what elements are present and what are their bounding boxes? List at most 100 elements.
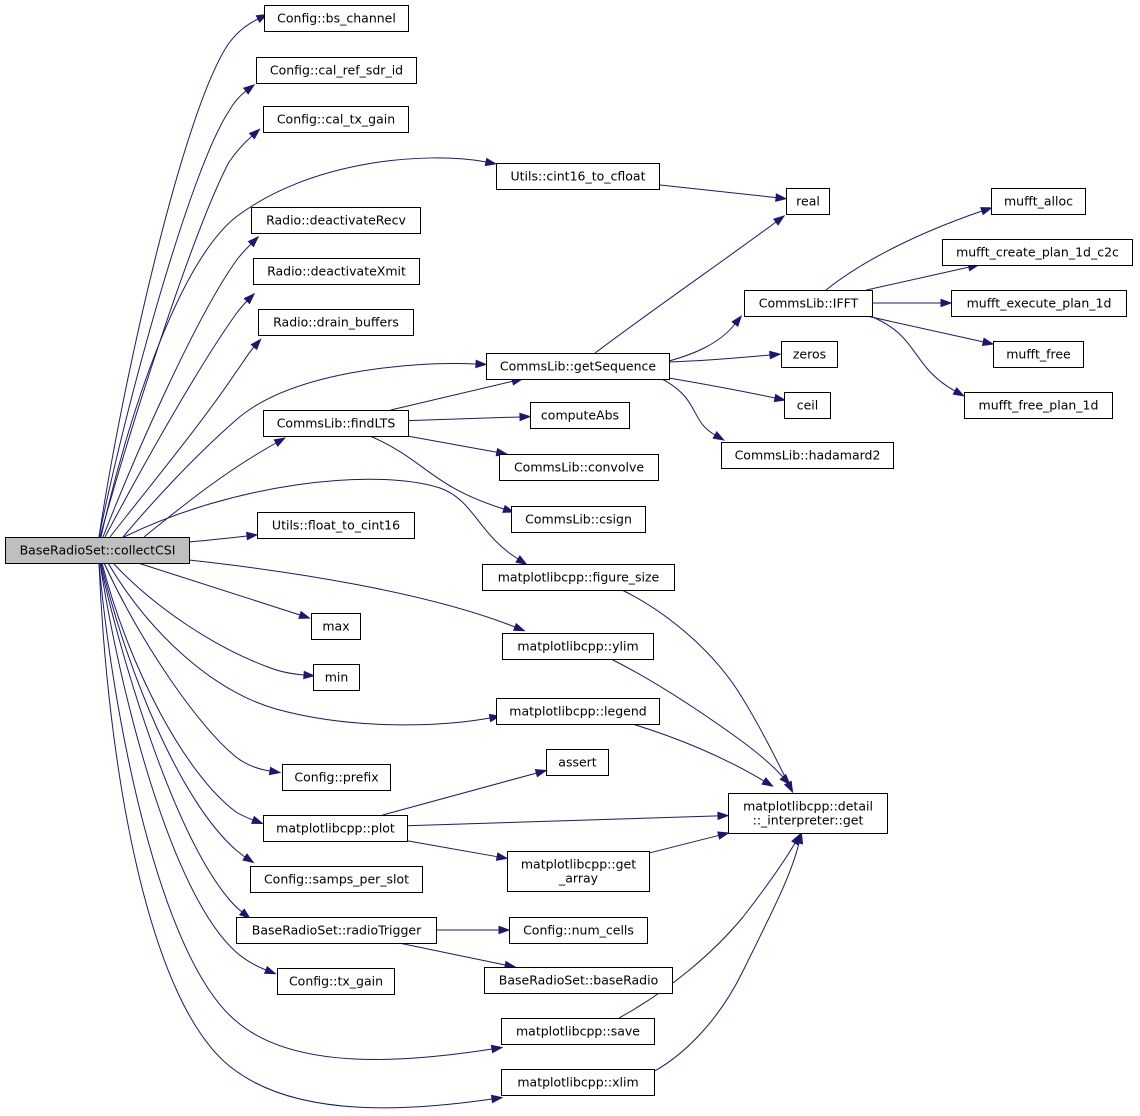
node-bs_channel[interactable]: Config::bs_channel (264, 5, 409, 32)
node-box[interactable] (501, 1069, 655, 1096)
node-box[interactable] (258, 309, 414, 336)
node-mufft_alloc[interactable]: mufft_alloc (991, 188, 1086, 215)
node-csign[interactable]: CommsLib::csign (511, 506, 646, 533)
node-box[interactable] (253, 258, 420, 285)
node-ceil[interactable]: ceil (784, 392, 831, 419)
node-box[interactable] (236, 917, 437, 944)
node-drain[interactable]: Radio::drain_buffers (258, 309, 414, 336)
node-legend[interactable]: matplotlibcpp::legend (496, 698, 660, 725)
edge-line (102, 243, 252, 538)
node-box[interactable] (282, 764, 391, 791)
node-deactXmit[interactable]: Radio::deactivateXmit (253, 258, 420, 285)
edge-getSeq-to-hadamard2 (661, 378, 725, 441)
node-label: real (796, 194, 820, 209)
arrow-head-icon (981, 337, 995, 346)
node-float_to_cint16[interactable]: Utils::float_to_cint16 (257, 512, 415, 539)
node-hadamard2[interactable]: CommsLib::hadamard2 (721, 442, 894, 469)
node-real[interactable]: real (786, 188, 830, 215)
node-box[interactable] (263, 815, 408, 842)
node-box[interactable] (486, 353, 670, 380)
node-box[interactable] (484, 967, 673, 994)
node-box[interactable] (311, 613, 361, 640)
node-ylim[interactable]: matplotlibcpp::ylim (502, 633, 654, 660)
arrow-head-icon (298, 610, 311, 619)
node-label: CommsLib::csign (525, 512, 632, 527)
node-cal_ref_sdr_id[interactable]: Config::cal_ref_sdr_id (256, 57, 417, 84)
node-box[interactable] (277, 968, 395, 995)
node-findLTS[interactable]: CommsLib::findLTS (263, 410, 409, 437)
node-box[interactable] (744, 290, 873, 317)
node-figure_size[interactable]: matplotlibcpp::figure_size (482, 564, 675, 591)
node-box[interactable] (264, 5, 409, 32)
node-box[interactable] (502, 633, 654, 660)
node-box[interactable] (728, 793, 888, 834)
node-box[interactable] (511, 506, 646, 533)
node-label: mufft_free_plan_1d (979, 398, 1099, 413)
node-box[interactable] (507, 851, 650, 892)
node-zeros[interactable]: zeros (781, 341, 838, 368)
node-cal_tx_gain[interactable]: Config::cal_tx_gain (263, 106, 409, 133)
edge-root-to-ylim (188, 559, 526, 632)
edge-IFFT-to-mufft_free_plan (869, 315, 966, 397)
node-box[interactable] (263, 106, 409, 133)
node-tx_gain[interactable]: Config::tx_gain (277, 968, 395, 995)
node-convolve[interactable]: CommsLib::convolve (499, 454, 659, 481)
node-label: mufft_free (1006, 347, 1071, 362)
node-radioTrigger[interactable]: BaseRadioSet::radioTrigger (236, 917, 437, 944)
node-IFFT[interactable]: CommsLib::IFFT (744, 290, 873, 317)
node-get_array[interactable]: matplotlibcpp::get_array (507, 851, 650, 892)
node-computeAbs[interactable]: computeAbs (530, 402, 630, 429)
edge-radioTrigger-to-baseRadio (398, 942, 517, 970)
node-save[interactable]: matplotlibcpp::save (501, 1018, 655, 1045)
node-prefix[interactable]: Config::prefix (282, 764, 391, 791)
node-box[interactable] (251, 207, 421, 234)
node-box[interactable] (781, 341, 838, 368)
arrow-head-icon (490, 1094, 504, 1104)
node-mufft_free_plan[interactable]: mufft_free_plan_1d (964, 392, 1113, 419)
node-box[interactable] (951, 290, 1127, 317)
node-box[interactable] (942, 239, 1133, 266)
edge-getSeq-to-real (594, 215, 786, 354)
edge-line (621, 589, 789, 784)
node-box[interactable] (530, 402, 630, 429)
node-box[interactable] (509, 917, 648, 944)
node-box[interactable] (964, 392, 1113, 419)
node-box[interactable] (256, 57, 417, 84)
node-box[interactable] (499, 454, 659, 481)
node-box[interactable] (257, 512, 415, 539)
node-box[interactable] (496, 698, 660, 725)
node-box[interactable] (482, 564, 675, 591)
node-box[interactable] (501, 1018, 655, 1045)
node-box[interactable] (784, 392, 831, 419)
node-box[interactable] (313, 664, 360, 691)
node-getSeq[interactable]: CommsLib::getSequence (486, 353, 670, 380)
node-label: CommsLib::findLTS (277, 416, 396, 431)
node-xlim[interactable]: matplotlibcpp::xlim (501, 1069, 655, 1096)
node-max[interactable]: max (311, 613, 361, 640)
node-box[interactable] (721, 442, 894, 469)
node-num_cells[interactable]: Config::num_cells (509, 917, 648, 944)
node-label: matplotlibcpp::detail (743, 799, 873, 814)
edge-root-to-legend (107, 562, 502, 726)
node-box[interactable] (786, 188, 830, 215)
node-box[interactable] (250, 866, 423, 893)
node-mufft_create[interactable]: mufft_create_plan_1d_c2c (942, 239, 1133, 266)
node-min[interactable]: min (313, 664, 360, 691)
node-mufft_free[interactable]: mufft_free (993, 341, 1084, 368)
arrow-head-icon (779, 773, 791, 786)
node-plot[interactable]: matplotlibcpp::plot (263, 815, 408, 842)
node-deactRecv[interactable]: Radio::deactivateRecv (251, 207, 421, 234)
node-box[interactable] (993, 341, 1084, 368)
node-box[interactable] (991, 188, 1086, 215)
node-root[interactable]: BaseRadioSet::collectCSI (5, 537, 190, 564)
node-cint16[interactable]: Utils::cint16_to_cfloat (496, 163, 660, 190)
node-box[interactable] (5, 537, 190, 564)
node-assert[interactable]: assert (546, 749, 609, 776)
node-box[interactable] (546, 749, 609, 776)
node-box[interactable] (263, 410, 409, 437)
node-samps[interactable]: Config::samps_per_slot (250, 866, 423, 893)
node-interp[interactable]: matplotlibcpp::detail::_interpreter::get (728, 793, 888, 834)
node-box[interactable] (496, 163, 660, 190)
node-baseRadio[interactable]: BaseRadioSet::baseRadio (484, 967, 673, 994)
node-mufft_exec[interactable]: mufft_execute_plan_1d (951, 290, 1127, 317)
